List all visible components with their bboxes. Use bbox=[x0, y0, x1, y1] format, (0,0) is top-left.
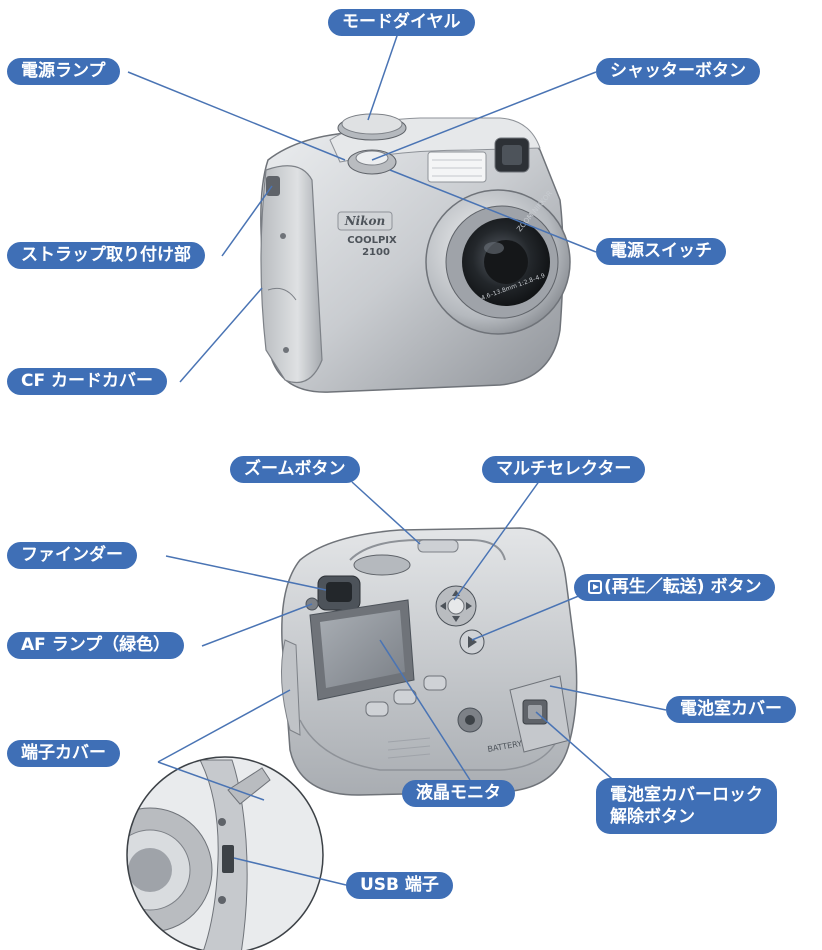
leader-power-lamp bbox=[127, 71, 346, 161]
leader-lcd bbox=[379, 639, 471, 781]
leader-usb bbox=[233, 857, 347, 886]
label-battery-lock: 電池室カバーロック 解除ボタン bbox=[596, 778, 777, 834]
label-battery-cover: 電池室カバー bbox=[666, 696, 796, 723]
leader-strap bbox=[221, 185, 273, 257]
model-line2-text: 2100 bbox=[362, 247, 390, 258]
back-camera: BATTERY bbox=[280, 527, 578, 796]
playback-icon bbox=[588, 580, 602, 594]
leader-cf-cover bbox=[179, 287, 263, 383]
label-zoom-button: ズームボタン bbox=[230, 456, 360, 483]
brand-text: Nikon bbox=[344, 214, 386, 228]
label-af-lamp: AF ランプ（緑色） bbox=[7, 632, 185, 659]
label-finder: ファインダー bbox=[7, 542, 137, 569]
leader-zoom bbox=[351, 481, 421, 545]
label-power-lamp: 電源ランプ bbox=[7, 58, 120, 85]
model-line1-text: COOLPIX bbox=[347, 235, 397, 246]
label-mode-dial: モードダイヤル bbox=[328, 9, 475, 36]
leader-shutter bbox=[371, 71, 597, 161]
leader-terminal-cover-2 bbox=[157, 761, 265, 801]
leader-af-lamp bbox=[201, 603, 313, 647]
label-terminal-cover: 端子カバー bbox=[7, 740, 120, 767]
leader-terminal-cover-1 bbox=[157, 689, 291, 763]
battery-lock-line1: 電池室カバーロック bbox=[610, 785, 763, 805]
front-camera: Nikon COOLPIX 2100 ZOOM NIKKOR 4.6–13.8m… bbox=[260, 113, 571, 393]
leader-finder bbox=[165, 555, 327, 591]
label-playback-button: (再生／転送) ボタン bbox=[574, 574, 776, 601]
label-multi-selector: マルチセレクター bbox=[482, 456, 646, 483]
label-cf-cover: CF カードカバー bbox=[7, 368, 168, 395]
label-strap-mount: ストラップ取り付け部 bbox=[7, 242, 205, 269]
leader-multi-selector bbox=[453, 479, 541, 601]
label-lcd-monitor: 液晶モニタ bbox=[402, 780, 515, 807]
playback-button-text: (再生／転送) ボタン bbox=[604, 577, 762, 597]
leader-mode-dial bbox=[367, 32, 399, 121]
battery-lock-line2: 解除ボタン bbox=[610, 807, 695, 827]
label-usb-terminal: USB 端子 bbox=[346, 872, 453, 899]
label-power-switch: 電源スイッチ bbox=[596, 238, 726, 265]
leader-power-switch bbox=[389, 169, 597, 253]
usb-inset bbox=[126, 756, 324, 950]
label-shutter-button: シャッターボタン bbox=[596, 58, 760, 85]
leader-battery-cover bbox=[549, 685, 667, 711]
